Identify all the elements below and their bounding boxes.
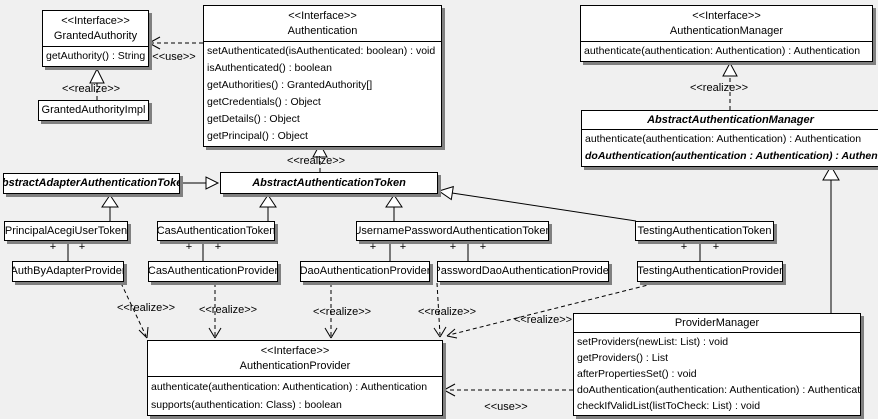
class-name: AbstractAdapterAuthenticationToken (3, 177, 180, 189)
realize-edge-grantedauthorityimpl (89, 67, 105, 100)
stereotype-label: <<Interface>> (288, 10, 357, 22)
class-username-password-authentication-token[interactable]: UsernamePasswordAuthenticationToken (356, 221, 549, 241)
class-cas-authentication-token[interactable]: CasAuthenticationToken (157, 221, 275, 241)
class-abstract-authentication-manager[interactable]: AbstractAuthenticationManager authentica… (581, 110, 878, 167)
class-password-dao-authentication-provider[interactable]: PasswordDaoAuthenticationProvider (437, 261, 609, 282)
method-label: afterPropertiesSet() : void (577, 368, 697, 380)
multiplicity-label: + (680, 241, 688, 253)
multiplicity-label: + (214, 241, 222, 253)
method-label: getDetails() : Object (207, 113, 300, 125)
realize-edge-authbyadapterprovider (120, 282, 149, 339)
class-name: PrincipalAcegiUserToken (4, 224, 128, 237)
realize-stereotype-label: <<realize>> (312, 306, 372, 318)
stereotype-label: <<Interface>> (260, 345, 330, 357)
class-name: AuthenticationProvider (239, 360, 351, 372)
class-granted-authority-impl[interactable]: GrantedAuthorityImpl (38, 100, 149, 121)
method-label: setAuthenticated(isAuthenticated: boolea… (207, 45, 436, 57)
realize-stereotype-label: <<realize>> (61, 83, 121, 95)
realize-stereotype-label: <<realize>> (689, 82, 749, 94)
method-label: authenticate(authentication: Authenticat… (585, 133, 862, 145)
multiplicity-label: + (369, 241, 377, 253)
class-name: TestingAuthenticationProvider (637, 265, 783, 277)
class-abstract-authentication-token[interactable]: AbstractAuthenticationToken (220, 172, 438, 194)
realize-edge-passworddaoprovider (433, 282, 447, 338)
class-name: GrantedAuthority (53, 30, 138, 42)
gen-edge-providermanager (822, 164, 840, 313)
method-label: doAuthentication(authentication : Authen… (585, 150, 878, 162)
multiplicity-label: + (78, 241, 86, 253)
class-principal-acegi-user-token[interactable]: PrincipalAcegiUserToken (4, 221, 128, 241)
class-name: UsernamePasswordAuthenticationToken (356, 224, 549, 237)
class-name: TestingAuthenticationToken (637, 224, 772, 237)
multiplicity-label: + (449, 241, 457, 253)
realize-stereotype-label: <<realize>> (116, 302, 176, 314)
method-label: getPrincipal() : Object (207, 130, 308, 142)
method-label: authenticate(authentication: Authenticat… (584, 45, 861, 57)
class-name: DaoAuthenticationProvider (300, 265, 430, 277)
class-name: AuthByAdapterProvider (12, 265, 124, 277)
method-label: getProviders() : List (577, 352, 669, 364)
gen-edge-casauthenticationtoken (259, 194, 277, 221)
realize-stereotype-label: <<realize>> (286, 155, 346, 167)
multiplicity-label: + (49, 241, 57, 253)
class-cas-authentication-provider[interactable]: CasAuthenticationProvider (148, 261, 278, 282)
realize-edge-abstractauthenticationtoken (312, 142, 328, 172)
class-name: AbstractAuthenticationToken (252, 176, 406, 189)
class-name: Authentication (287, 25, 358, 37)
class-authentication[interactable]: <<Interface>> Authentication setAuthenti… (203, 5, 442, 147)
class-name: PasswordDaoAuthenticationProvider (437, 265, 609, 277)
assoc-edges-token-provider (67, 241, 701, 262)
stereotype-label: <<Interface>> (692, 10, 761, 22)
class-testing-authentication-provider[interactable]: TestingAuthenticationProvider (637, 261, 783, 282)
method-label: checkIfValidList(listToCheck: List) : vo… (577, 400, 761, 412)
method-label: supports(authentication: Class) : boolea… (151, 399, 342, 411)
gen-edge-principalacegiusertoken (101, 194, 119, 221)
class-abstract-adapter-authentication-token[interactable]: AbstractAdapterAuthenticationToken (3, 173, 180, 194)
class-granted-authority[interactable]: <<Interface>> GrantedAuthority getAuthor… (42, 10, 149, 67)
gen-edge-testingauthenticationtoken (437, 185, 637, 222)
method-label: getCredentials() : Object (207, 96, 321, 108)
class-name: CasAuthenticationProvider (148, 265, 278, 277)
realize-stereotype-label: <<realize>> (198, 304, 258, 316)
use-edge-authentication-grantedauthority (148, 36, 203, 50)
class-authentication-provider[interactable]: <<Interface>> AuthenticationProvider aut… (147, 340, 443, 416)
method-label: isAuthenticated() : boolean (207, 62, 332, 74)
class-name: ProviderManager (574, 314, 860, 333)
realize-edge-casauthenticationprovider (208, 283, 222, 339)
use-stereotype-label: <<use>> (484, 401, 528, 413)
method-label: getAuthorities() : GrantedAuthority[] (207, 79, 373, 91)
realize-stereotype-label: <<realize>> (417, 306, 477, 318)
multiplicity-label: + (712, 241, 720, 253)
stereotype-label: <<Interface>> (61, 15, 130, 27)
class-name: AuthenticationManager (669, 25, 784, 37)
multiplicity-label: + (399, 241, 407, 253)
method-label: getAuthority() : String (46, 50, 146, 62)
method-label: authenticate(authentication: Authenticat… (151, 381, 428, 393)
realize-edge-abstractauthenticationmanager (722, 61, 738, 110)
class-auth-by-adapter-provider[interactable]: AuthByAdapterProvider (12, 261, 124, 282)
class-testing-authentication-token[interactable]: TestingAuthenticationToken (635, 221, 774, 241)
gen-edge-abstractadapter (180, 176, 220, 190)
gen-edge-usernamepasswordtoken (385, 194, 403, 221)
class-name: CasAuthenticationToken (157, 224, 275, 237)
method-label: doAuthentication(authentication: Authent… (577, 384, 860, 396)
class-dao-authentication-provider[interactable]: DaoAuthenticationProvider (300, 261, 430, 282)
use-stereotype-label: <<use>> (152, 51, 196, 63)
realize-edge-testingauthenticationprovider (446, 281, 661, 339)
multiplicity-label: + (185, 241, 193, 253)
realize-stereotype-label: <<realize>> (513, 314, 573, 326)
class-authentication-manager[interactable]: <<Interface>> AuthenticationManager auth… (580, 5, 873, 62)
realize-edge-daoauthenticationprovider (324, 283, 338, 339)
class-name: GrantedAuthorityImpl (41, 104, 146, 116)
class-provider-manager[interactable]: ProviderManager setProviders(newList: Li… (573, 313, 861, 416)
multiplicity-label: + (479, 241, 487, 253)
class-name: AbstractAuthenticationManager (582, 111, 878, 130)
use-edge-providermanager (443, 383, 573, 397)
method-label: setProviders(newList: List) : void (577, 336, 729, 348)
